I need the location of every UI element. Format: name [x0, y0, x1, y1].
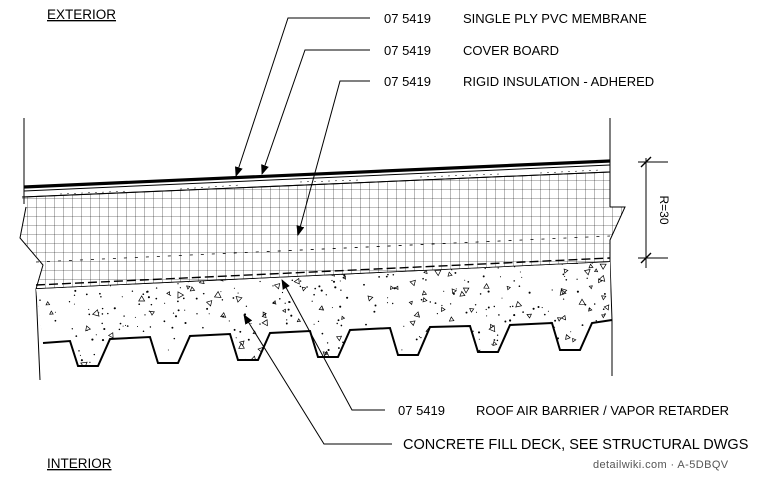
- callout-label-cover-board: COVER BOARD: [463, 43, 559, 58]
- pvc-membrane-layer: [23, 159, 611, 192]
- metal-deck-profile: [42, 319, 613, 367]
- callout-code-air-barrier: 07 5419: [398, 403, 445, 418]
- thickness-dimension-label: R=30: [657, 195, 671, 224]
- callout-code-membrane: 07 5419: [384, 11, 431, 26]
- exterior-label: EXTERIOR: [47, 7, 116, 22]
- concrete-fill-note: CONCRETE FILL DECK, SEE STRUCTURAL DWGS: [403, 437, 748, 453]
- interior-label: INTERIOR: [47, 456, 112, 471]
- callout-code-cover-board: 07 5419: [384, 43, 431, 58]
- leader-lines: [235, 17, 392, 445]
- callout-label-insulation: RIGID INSULATION - ADHERED: [463, 74, 654, 89]
- callout-code-insulation: 07 5419: [384, 74, 431, 89]
- callout-label-membrane: SINGLE PLY PVC MEMBRANE: [463, 11, 647, 26]
- watermark: detailwiki.com · A-5DBQV: [593, 459, 729, 471]
- callout-label-air-barrier: ROOF AIR BARRIER / VAPOR RETARDER: [476, 403, 729, 418]
- thickness-dimension: [638, 156, 668, 268]
